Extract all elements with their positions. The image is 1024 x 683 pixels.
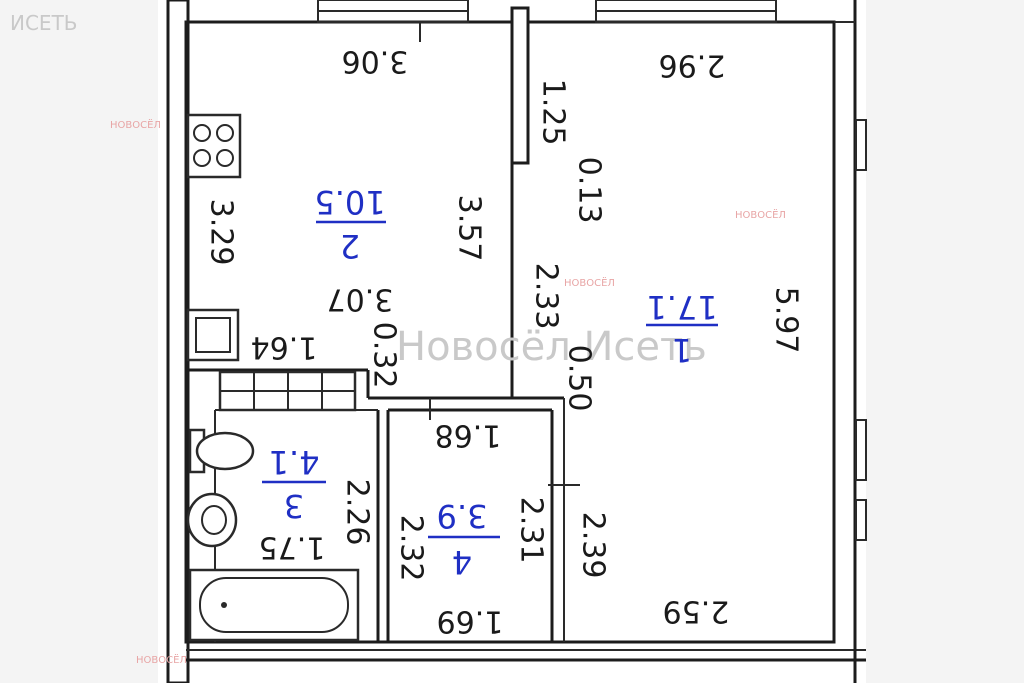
room-label-3: 4.1 3 xyxy=(262,443,326,525)
watermark-badge: НОВОСЁЛ xyxy=(564,276,615,289)
dimension-label: 3.57 xyxy=(452,195,487,262)
dimension-label: 1.68 xyxy=(435,418,502,453)
stove-burner xyxy=(193,124,211,142)
washbasin-bowl xyxy=(201,505,227,535)
bathtub-fixture xyxy=(188,568,360,642)
outer-wall xyxy=(184,20,836,644)
dimension-label: 2.32 xyxy=(394,515,429,582)
room-label-4: 3.9 4 xyxy=(428,497,500,581)
room-number: 1 xyxy=(672,331,692,369)
watermark-badge: НОВОСЁЛ xyxy=(136,653,187,666)
dimension-label: 1.75 xyxy=(259,530,326,565)
dimension-label: 2.33 xyxy=(529,263,564,330)
dimension-label: 0.50 xyxy=(562,345,597,412)
room-number: 2 xyxy=(340,227,360,265)
dimension-label: 1.69 xyxy=(437,604,504,639)
room-area: 17.1 xyxy=(646,288,717,326)
room-area: 4.1 xyxy=(269,443,320,481)
right-margin xyxy=(866,0,1024,683)
dimension-labels: 3.06 2.96 1.25 3.29 3.57 0.13 2.33 3.07 … xyxy=(204,44,804,639)
room-area: 3.9 xyxy=(437,497,488,535)
dimension-label: 2.31 xyxy=(514,497,549,564)
washbasin-fixture xyxy=(186,492,238,548)
room-number: 4 xyxy=(452,543,472,581)
dimension-label: 0.32 xyxy=(367,322,402,389)
watermark-badge: НОВОСЁЛ xyxy=(735,208,786,221)
dimension-label: 3.07 xyxy=(327,282,394,317)
dimension-label: 5.97 xyxy=(769,287,804,354)
dimension-label: 0.13 xyxy=(572,157,607,224)
dimension-label: 3.06 xyxy=(342,44,409,79)
watermark-badge: НОВОСЁЛ xyxy=(110,118,161,131)
kitchen-sink-bowl xyxy=(195,317,231,353)
partition-column xyxy=(510,6,530,165)
neighbor-fixture xyxy=(855,419,867,481)
dimension-label: 2.96 xyxy=(659,48,726,83)
room-label-1: 17.1 1 xyxy=(646,288,718,369)
dimension-label: 2.39 xyxy=(576,512,611,579)
stove-burner xyxy=(193,149,211,167)
room-number: 3 xyxy=(284,487,304,525)
left-margin xyxy=(0,0,158,683)
bathtub-drain xyxy=(221,602,227,608)
neighbor-fixture xyxy=(855,119,867,171)
room-area: 10.5 xyxy=(314,183,385,221)
dimension-label: 2.26 xyxy=(340,479,375,546)
dimension-label: 3.29 xyxy=(204,199,239,266)
stove-burner xyxy=(216,149,234,167)
room-label-2: 10.5 2 xyxy=(314,183,386,265)
dimension-label: 1.64 xyxy=(251,330,318,365)
stove-fixture xyxy=(186,113,242,179)
toilet-fixture xyxy=(195,431,255,471)
neighbor-fixture xyxy=(855,499,867,541)
watermark-corner: ИСЕТЬ xyxy=(10,11,78,35)
watermark-text: Новосёл Исеть xyxy=(396,324,707,370)
dimension-label: 2.59 xyxy=(663,594,730,629)
stove-burner xyxy=(216,124,234,142)
dimension-label: 1.25 xyxy=(536,79,571,146)
bathtub-basin xyxy=(199,577,349,633)
